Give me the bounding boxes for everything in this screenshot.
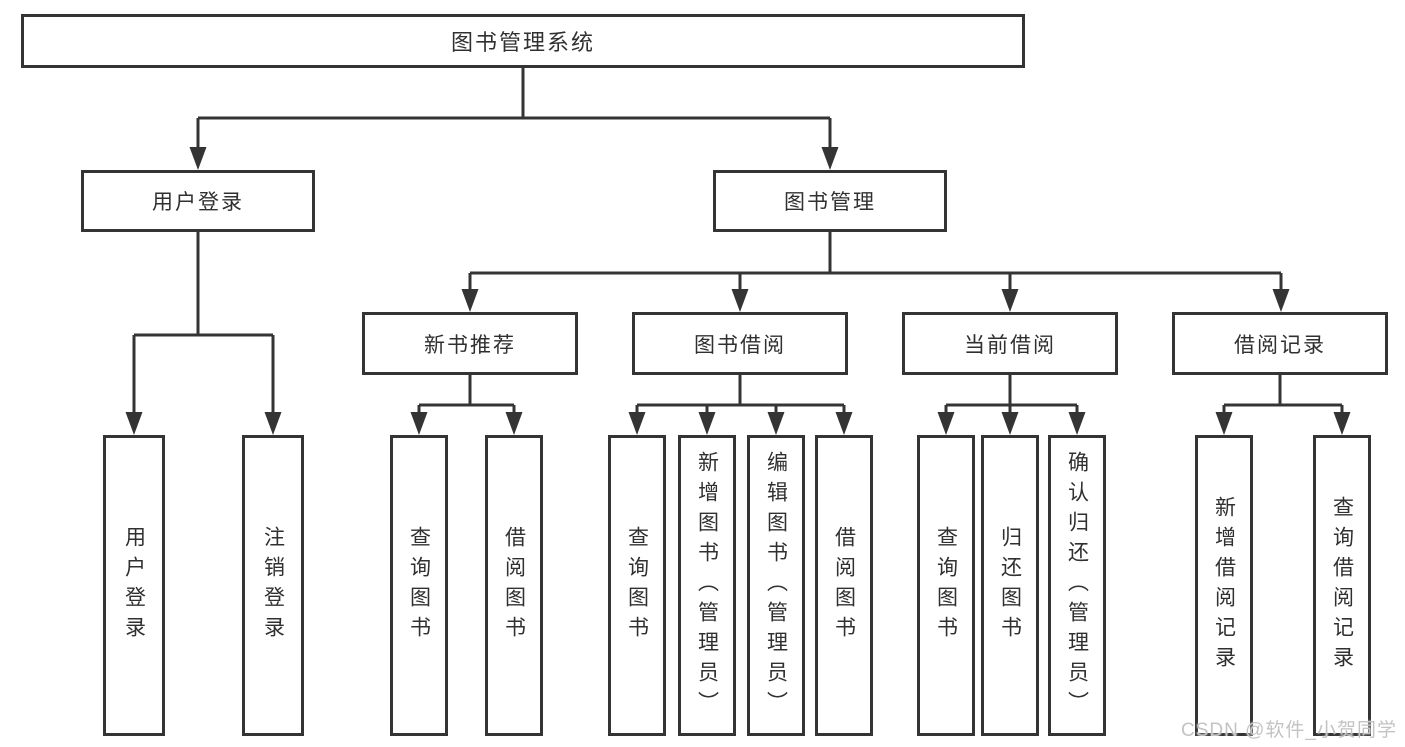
connector-root-to-level2 [189,68,839,170]
arrow-down-icon [461,289,479,312]
connector-line [417,375,516,413]
arrow-down-icon [835,412,853,435]
leaf-label: 查询图书 [407,525,431,646]
connector-borrowing-records-to-leaves [1215,375,1351,435]
arrow-down-icon [189,147,207,170]
arrow-down-icon [628,412,646,435]
leaf-logout-login: 注销登录 [242,435,304,736]
node-new-book-recommendation: 新书推荐 [362,312,578,375]
leaf-label: 查询借阅记录 [1330,495,1354,676]
leaf-newbook-borrow-books: 借阅图书 [485,435,543,736]
leaf-label: 查询图书 [625,525,649,646]
leaf-label: 归还图书 [998,525,1022,646]
arrow-down-icon [264,412,282,435]
leaf-label: 注销登录 [261,525,285,646]
leaf-label: 新增图书（管理员） [695,450,719,721]
leaf-borrowing-borrow-books: 借阅图书 [815,435,873,736]
connector-line [635,375,846,413]
leaf-borrowing-add-books-admin: 新增图书（管理员） [678,435,736,736]
node-label: 新书推荐 [424,333,516,357]
connector-line [132,232,275,413]
leaf-current-confirm-return-admin: 确认归还（管理员） [1048,435,1106,736]
leaf-newbook-query-books: 查询图书 [390,435,448,736]
leaf-borrowing-query-books: 查询图书 [608,435,666,736]
connector-line [944,375,1079,413]
connector-line [468,232,1283,290]
node-book-management: 图书管理 [713,170,947,232]
arrow-down-icon [410,412,428,435]
leaf-user-login: 用户登录 [103,435,165,736]
connector-new-book-recommendation-to-leaves [410,375,523,435]
node-label: 图书管理 [784,191,876,214]
arrow-down-icon [821,147,839,170]
leaf-borrowing-edit-books-admin: 编辑图书（管理员） [747,435,805,736]
connector-book-management-to-level3 [461,232,1290,312]
node-book-borrowing: 图书借阅 [632,312,848,375]
node-label: 图书借阅 [694,333,786,357]
node-current-borrowing: 当前借阅 [902,312,1118,375]
connector-line [196,68,832,148]
connector-book-borrowing-to-leaves [628,375,853,435]
connector-current-borrowing-to-leaves [937,375,1086,435]
node-label: 当前借阅 [964,333,1056,357]
arrow-down-icon [937,412,955,435]
leaf-label: 借阅图书 [832,525,856,646]
leaf-label: 用户登录 [122,525,146,646]
leaf-label: 确认归还（管理员） [1065,450,1089,721]
arrow-down-icon [1001,412,1019,435]
node-label: 图书管理系统 [450,30,595,55]
leaf-current-query-books: 查询图书 [917,435,975,736]
connector-line [1222,375,1344,413]
node-label: 用户登录 [152,191,244,214]
node-borrowing-records: 借阅记录 [1172,312,1388,375]
arrow-down-icon [125,412,143,435]
leaf-label: 借阅图书 [502,525,526,646]
node-user-login: 用户登录 [81,170,315,232]
arrow-down-icon [1333,412,1351,435]
arrow-down-icon [1215,412,1233,435]
connector-user-login-to-leaves [125,232,282,435]
node-label: 借阅记录 [1234,333,1326,357]
arrow-down-icon [1272,289,1290,312]
leaf-label: 编辑图书（管理员） [764,450,788,721]
leaf-label: 新增借阅记录 [1212,495,1236,676]
leaf-records-query-borrow-record: 查询借阅记录 [1313,435,1371,736]
leaf-current-return-books: 归还图书 [981,435,1039,736]
arrow-down-icon [505,412,523,435]
csdn-watermark: CSDN @软件_小贺同学 [1181,720,1397,741]
leaf-records-add-borrow-record: 新增借阅记录 [1195,435,1253,736]
arrow-down-icon [767,412,785,435]
arrow-down-icon [1068,412,1086,435]
node-library-management-system: 图书管理系统 [21,14,1025,68]
arrow-down-icon [1001,289,1019,312]
arrow-down-icon [698,412,716,435]
leaf-label: 查询图书 [934,525,958,646]
arrow-down-icon [731,289,749,312]
